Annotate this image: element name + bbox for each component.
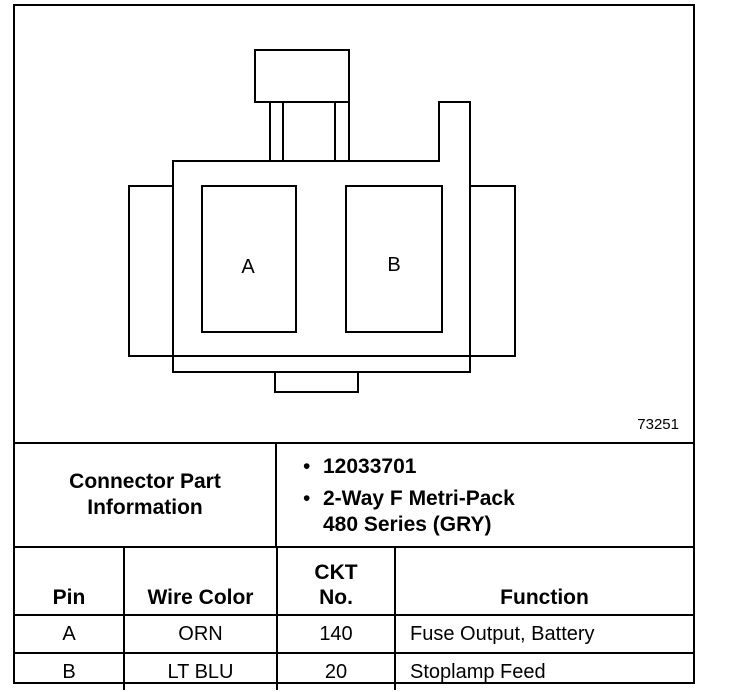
connector-info-label-line2: Information xyxy=(87,496,203,519)
connector-wing-left xyxy=(128,185,173,357)
connector-diagram-frame: A B 73251 Connector Part Information 120… xyxy=(13,4,695,690)
part-number: 12033701 xyxy=(323,455,417,478)
connector-description-line1: 2-Way F Metri-Pack xyxy=(323,487,515,510)
function-cell: Fuse Output, Battery xyxy=(394,614,693,654)
connector-wing-right xyxy=(470,185,516,357)
header-wire-color: Wire Color xyxy=(123,546,278,616)
ckt-cell: 20 xyxy=(276,652,396,690)
cavity-a-outline xyxy=(201,185,297,333)
connector-key-bottom xyxy=(274,371,359,393)
pin-table: Pin Wire Color CKT No. Function A ORN 14… xyxy=(15,546,693,690)
connector-info-row: Connector Part Information 12033701 2-Wa… xyxy=(15,442,693,548)
pin-cell: A xyxy=(15,614,125,654)
header-pin: Pin xyxy=(15,546,125,616)
connector-body xyxy=(172,101,471,373)
wire-color-cell: LT BLU xyxy=(123,652,278,690)
connector-info-list: 12033701 2-Way F Metri-Pack 480 Series (… xyxy=(277,444,693,546)
connector-latch-top xyxy=(254,49,350,103)
part-number-item: 12033701 xyxy=(303,454,693,480)
wire-color-cell: ORN xyxy=(123,614,278,654)
figure-number: 73251 xyxy=(637,416,679,433)
ckt-cell: 140 xyxy=(276,614,396,654)
connector-drawing: A B xyxy=(128,49,516,393)
header-ckt-line1: CKT xyxy=(314,561,358,584)
cavity-b-outline xyxy=(345,185,443,333)
function-cell: Stoplamp Feed xyxy=(394,652,693,690)
connector-description-item: 2-Way F Metri-Pack 480 Series (GRY) xyxy=(303,486,693,538)
table-row: B LT BLU 20 Stoplamp Feed xyxy=(15,652,693,690)
pin-table-header-row: Pin Wire Color CKT No. Function xyxy=(15,546,693,616)
cavity-a-label: A xyxy=(241,256,255,278)
cavity-b-label: B xyxy=(387,254,400,276)
header-ckt-line2: No. xyxy=(319,586,353,609)
table-row: A ORN 140 Fuse Output, Battery xyxy=(15,614,693,654)
header-ckt-no: CKT No. xyxy=(276,546,396,616)
connector-info-label-line1: Connector Part xyxy=(69,470,221,493)
connector-description-line2: 480 Series (GRY) xyxy=(323,513,492,536)
header-function: Function xyxy=(394,546,693,616)
pin-cell: B xyxy=(15,652,125,690)
connector-info-label: Connector Part Information xyxy=(15,444,277,546)
